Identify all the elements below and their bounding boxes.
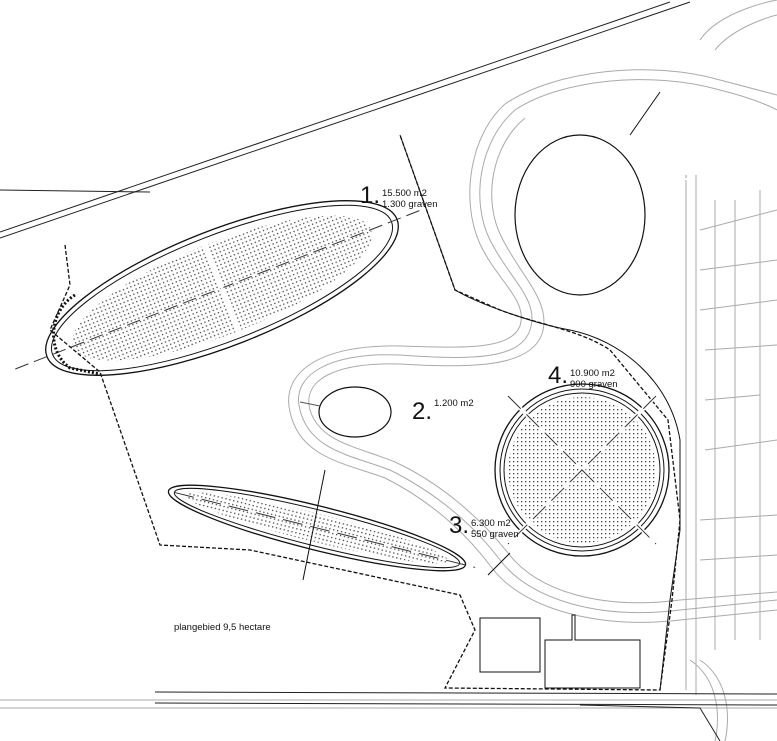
burial-field-2 [318, 386, 392, 438]
area-size: 1.200 m2 [434, 398, 474, 409]
area-number: 1. [360, 182, 381, 209]
bottom-road [154, 691, 777, 741]
area-graves: 550 graven [471, 529, 519, 540]
area-size: 15.500 m2 [382, 188, 427, 199]
burial-field-4 [487, 383, 670, 576]
area-graves: 900 graven [570, 379, 618, 390]
area-label-2: 2. 1.200 m2 [412, 398, 474, 426]
area-size: 6.300 m2 [471, 518, 511, 529]
area-number: 3. [449, 512, 470, 539]
plan-area-label: plangebied 9,5 hectare [174, 622, 271, 633]
area-number: 2. [412, 398, 433, 425]
area-size: 10.900 m2 [570, 368, 615, 379]
buildings [479, 614, 641, 689]
railway-top [0, 1, 691, 239]
area-graves: 1.300 graven [382, 199, 438, 210]
pond [514, 134, 646, 296]
burial-field-1 [15, 200, 426, 376]
area-number: 4. [548, 362, 569, 389]
burial-field-3 [167, 484, 476, 572]
